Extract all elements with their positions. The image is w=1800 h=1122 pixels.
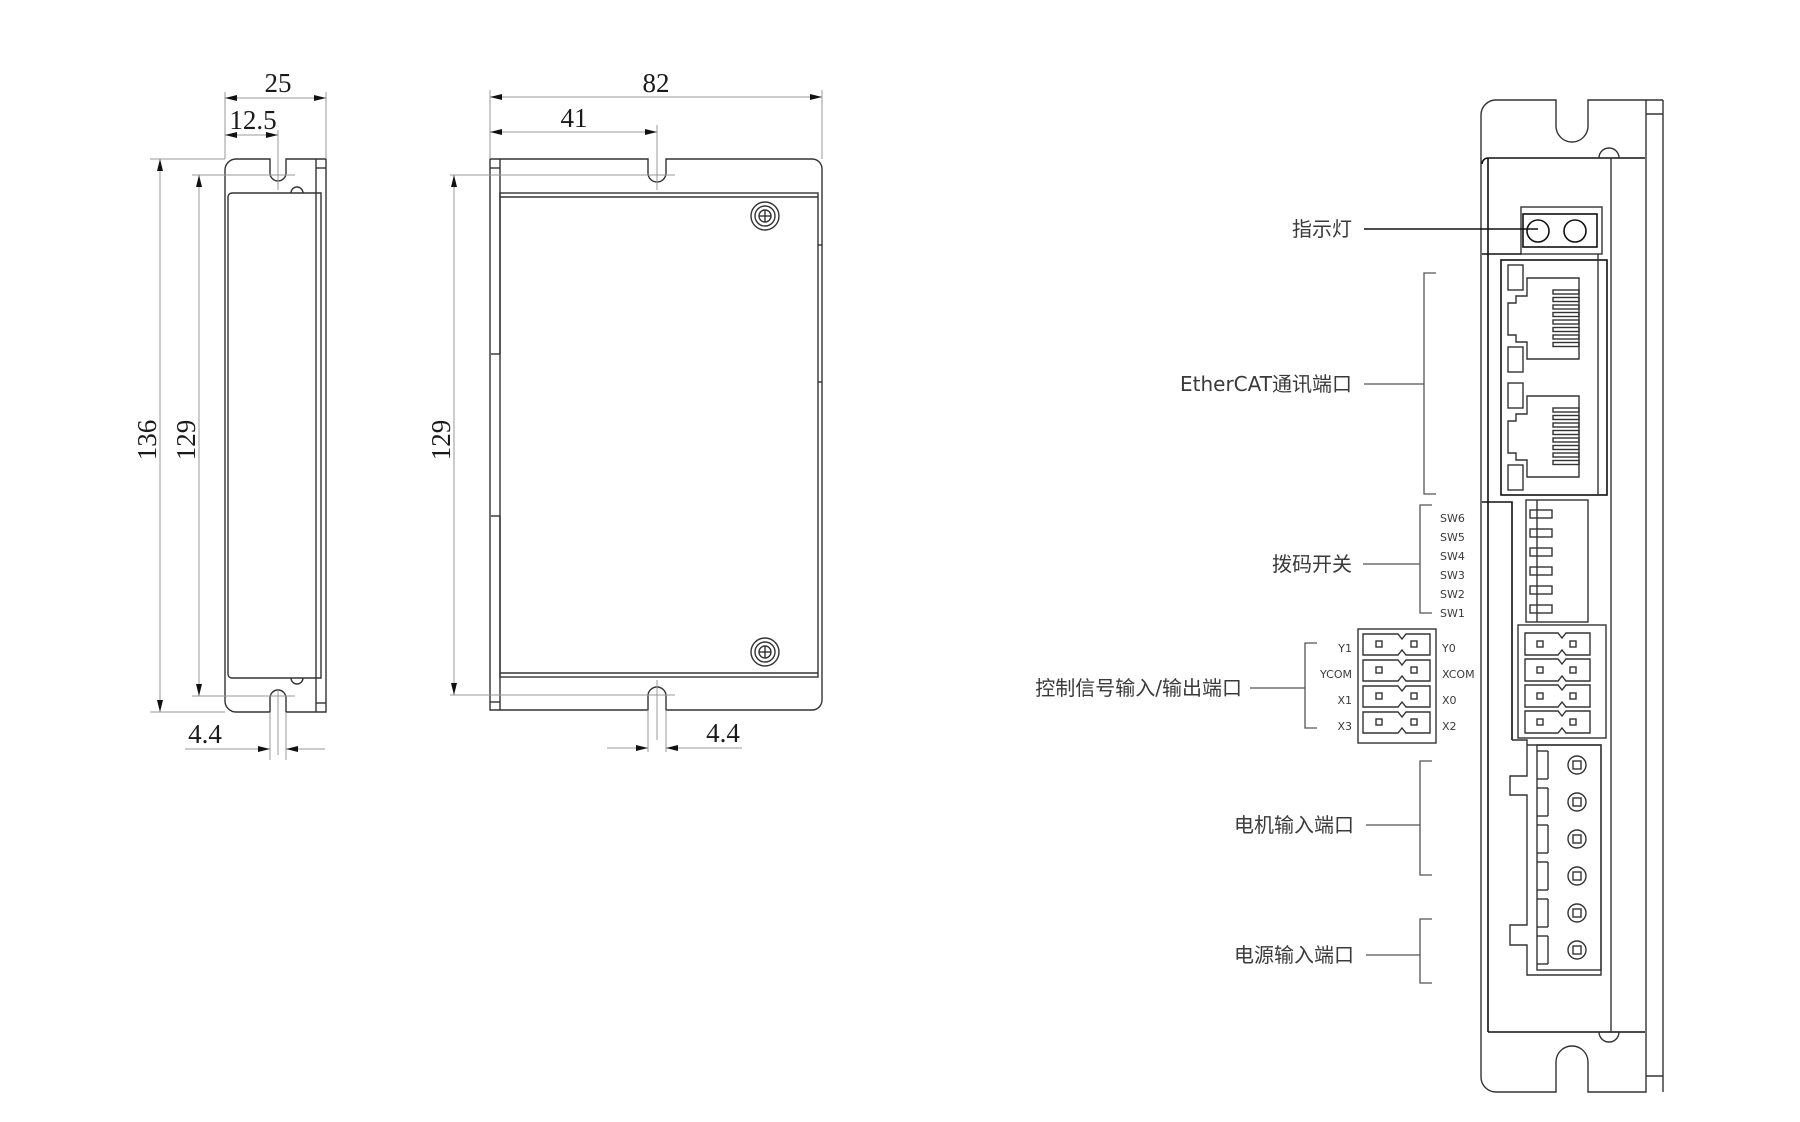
dip-switch-lever — [1529, 509, 1553, 519]
io-pin-label: Y0 — [1441, 642, 1456, 655]
dim-depth-total: 82 — [643, 68, 670, 98]
io-pin-label: X3 — [1337, 720, 1352, 733]
io-pin-label: XCOM — [1442, 668, 1475, 681]
io-pin-label: X1 — [1337, 694, 1352, 707]
dip-switch-lever — [1529, 585, 1553, 595]
dim-width-total: 25 — [265, 68, 292, 98]
io-connector-icon — [1524, 632, 1591, 734]
dip-switch-label: SW1 — [1440, 607, 1465, 620]
screw-icon — [750, 637, 780, 667]
dim-slot-width-front: 4.4 — [706, 718, 740, 748]
dip-switch-label: SW5 — [1440, 531, 1465, 544]
ethernet-port-icon — [1507, 264, 1580, 373]
terminal-block-icon — [1537, 750, 1587, 965]
led-indicator-icon — [1526, 219, 1550, 243]
callout-motor-input: 电机输入端口 — [1234, 813, 1354, 837]
dim-width-half: 12.5 — [229, 105, 276, 135]
io-pin-label: YCOM — [1319, 668, 1352, 681]
dip-switch-label: SW2 — [1440, 588, 1465, 601]
front-view: 82 41 129 4.4 — [426, 68, 823, 752]
callout-ethercat: EtherCAT通讯端口 — [1180, 372, 1352, 396]
dip-switch-lever — [1529, 566, 1553, 576]
dip-switch-icon — [1529, 509, 1553, 614]
dip-switch-lever — [1529, 547, 1553, 557]
dim-height-inner: 129 — [171, 420, 201, 461]
dim-slot-width-side: 4.4 — [188, 719, 222, 749]
dim-height-front: 129 — [426, 420, 456, 461]
screw-icon — [750, 201, 780, 231]
port-view: 指示灯 EtherCAT通讯端口 拨码开关 SW6SW5SW4SW3SW2SW1… — [1035, 99, 1664, 1093]
dim-height-outer: 136 — [132, 420, 162, 461]
dip-switch-label: SW3 — [1440, 569, 1465, 582]
dip-switch-label: SW4 — [1440, 550, 1465, 563]
callout-indicator: 指示灯 — [1292, 217, 1352, 241]
callout-power-input: 电源输入端口 — [1234, 943, 1354, 967]
io-connector-detail — [1362, 633, 1431, 734]
dip-switch-lever — [1529, 604, 1553, 614]
io-pin-label: X2 — [1442, 720, 1457, 733]
callout-dip-switch: 拨码开关 — [1272, 552, 1352, 576]
callout-control-io: 控制信号输入/输出端口 — [1035, 676, 1242, 700]
io-pin-label: X0 — [1442, 694, 1457, 707]
led-indicator-icon — [1563, 219, 1587, 243]
io-pin-label: Y1 — [1337, 642, 1352, 655]
side-view: 25 12.5 136 129 4.4 — [132, 68, 327, 760]
ethernet-port-icon — [1507, 382, 1580, 491]
dim-depth-half: 41 — [561, 103, 588, 133]
dip-switch-lever — [1529, 528, 1553, 538]
dip-switch-label: SW6 — [1440, 512, 1465, 525]
